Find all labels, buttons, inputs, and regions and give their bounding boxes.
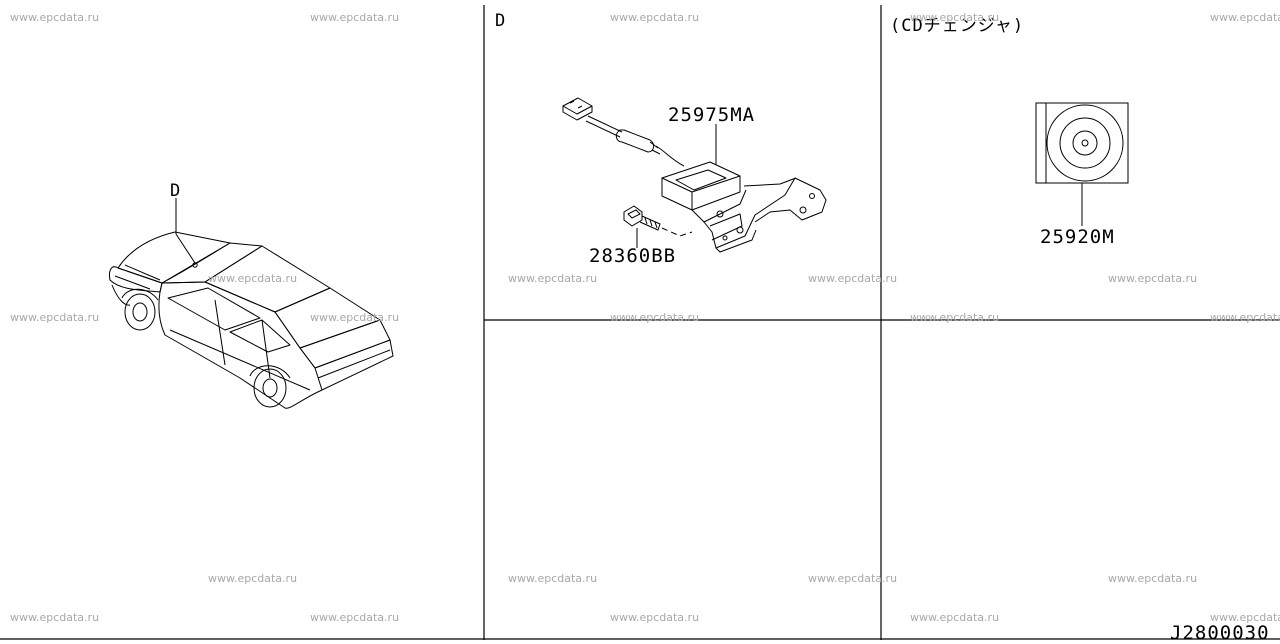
watermark: www.epcdata.ru xyxy=(1108,272,1198,285)
amplifier-assembly[interactable] xyxy=(562,97,827,253)
callout-letter-d: D xyxy=(170,181,182,201)
watermark: www.epcdata.ru xyxy=(508,272,598,285)
watermark: www.epcdata.ru xyxy=(1210,611,1280,624)
watermark: www.epcdata.ru xyxy=(10,611,100,624)
panel-title-cd-unit: (CDチェンジャ) xyxy=(890,16,1025,36)
watermark: www.epcdata.ru xyxy=(808,272,898,285)
watermark: www.epcdata.ru xyxy=(208,572,298,585)
diagram-code: J2800030 xyxy=(1170,622,1270,644)
part-number-screw[interactable]: 28360BB xyxy=(589,245,677,267)
panel-grid xyxy=(0,5,1280,640)
speaker-assembly[interactable] xyxy=(1035,102,1129,226)
part-number-amplifier[interactable]: 25975MA xyxy=(668,104,756,126)
watermark: www.epcdata.ru xyxy=(610,611,700,624)
watermark: www.epcdata.ru xyxy=(310,311,400,324)
part-number-speaker[interactable]: 25920M xyxy=(1040,226,1115,248)
watermark: www.epcdata.ru xyxy=(808,572,898,585)
watermark: www.epcdata.ru xyxy=(508,572,598,585)
watermark: www.epcdata.ru xyxy=(610,311,700,324)
watermark: www.epcdata.ru xyxy=(910,311,1000,324)
car-illustration[interactable] xyxy=(109,198,394,409)
watermark: www.epcdata.ru xyxy=(610,11,700,24)
watermark: www.epcdata.ru xyxy=(910,611,1000,624)
watermark: www.epcdata.ru xyxy=(910,11,1000,24)
watermark: www.epcdata.ru xyxy=(208,272,298,285)
watermark: www.epcdata.ru xyxy=(1210,11,1280,24)
watermark: www.epcdata.ru xyxy=(1108,572,1198,585)
watermark: www.epcdata.ru xyxy=(10,311,100,324)
watermark: www.epcdata.ru xyxy=(1210,311,1280,324)
panel-title-detail-d: D xyxy=(495,11,507,31)
watermark: www.epcdata.ru xyxy=(10,11,100,24)
watermark: www.epcdata.ru xyxy=(310,611,400,624)
watermark: www.epcdata.ru xyxy=(310,11,400,24)
